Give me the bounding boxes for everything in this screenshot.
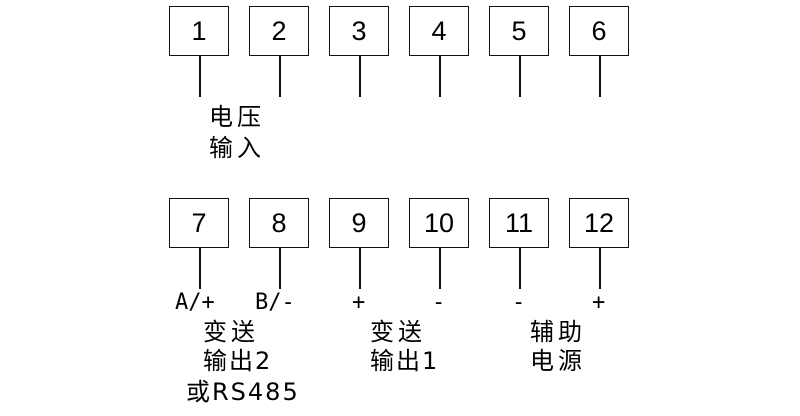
terminal-6: 6 <box>569 6 629 56</box>
terminal-number: 8 <box>271 207 287 238</box>
terminal-number: 4 <box>431 15 447 46</box>
aux-power-line1: 辅助 <box>530 318 586 346</box>
terminal-7: 7 <box>169 198 229 248</box>
terminal-number: 2 <box>271 15 287 46</box>
lead-7 <box>199 248 201 289</box>
transmit-output-2-line2: 输出2 <box>203 347 273 375</box>
sign-9: + <box>352 290 366 315</box>
lead-1 <box>199 56 201 97</box>
terminal-number: 3 <box>351 15 367 46</box>
aux-power-line2: 电源 <box>530 347 586 375</box>
terminal-number: 11 <box>504 207 534 238</box>
lead-12 <box>599 248 601 289</box>
terminal-number: 10 <box>423 207 455 238</box>
terminal-number: 12 <box>583 207 615 238</box>
transmit-output-2-line1: 变送 <box>203 318 259 346</box>
lead-6 <box>599 56 601 97</box>
lead-10 <box>439 248 441 289</box>
lead-4 <box>439 56 441 97</box>
sign-11: - <box>512 290 526 315</box>
sign-10: - <box>432 290 446 315</box>
sign-8: B/- <box>255 290 295 315</box>
lead-2 <box>279 56 281 97</box>
terminal-1: 1 <box>169 6 229 56</box>
terminal-3: 3 <box>329 6 389 56</box>
terminal-number: 6 <box>591 15 607 46</box>
lead-5 <box>519 56 521 97</box>
lead-8 <box>279 248 281 289</box>
terminal-5: 5 <box>489 6 549 56</box>
transmit-output-1-line1: 变送 <box>370 318 426 346</box>
terminal-2: 2 <box>249 6 309 56</box>
terminal-number: 7 <box>191 207 207 238</box>
terminal-10: 10 <box>409 198 469 248</box>
sign-7: A/+ <box>175 290 215 315</box>
lead-11 <box>519 248 521 289</box>
sign-12: + <box>592 290 606 315</box>
terminal-number: 1 <box>191 15 207 46</box>
transmit-output-2-line3: 或RS485 <box>186 378 300 406</box>
terminal-number: 9 <box>351 207 367 238</box>
terminal-number: 5 <box>511 15 527 46</box>
terminal-9: 9 <box>329 198 389 248</box>
terminal-8: 8 <box>249 198 309 248</box>
transmit-output-1-line2: 输出1 <box>370 347 440 375</box>
lead-3 <box>359 56 361 97</box>
lead-9 <box>359 248 361 289</box>
terminal-4: 4 <box>409 6 469 56</box>
terminal-11: 11 <box>489 198 549 248</box>
voltage-input-label-line1: 电压 <box>209 103 265 131</box>
terminal-12: 12 <box>569 198 629 248</box>
voltage-input-label-line2: 输入 <box>209 134 265 162</box>
